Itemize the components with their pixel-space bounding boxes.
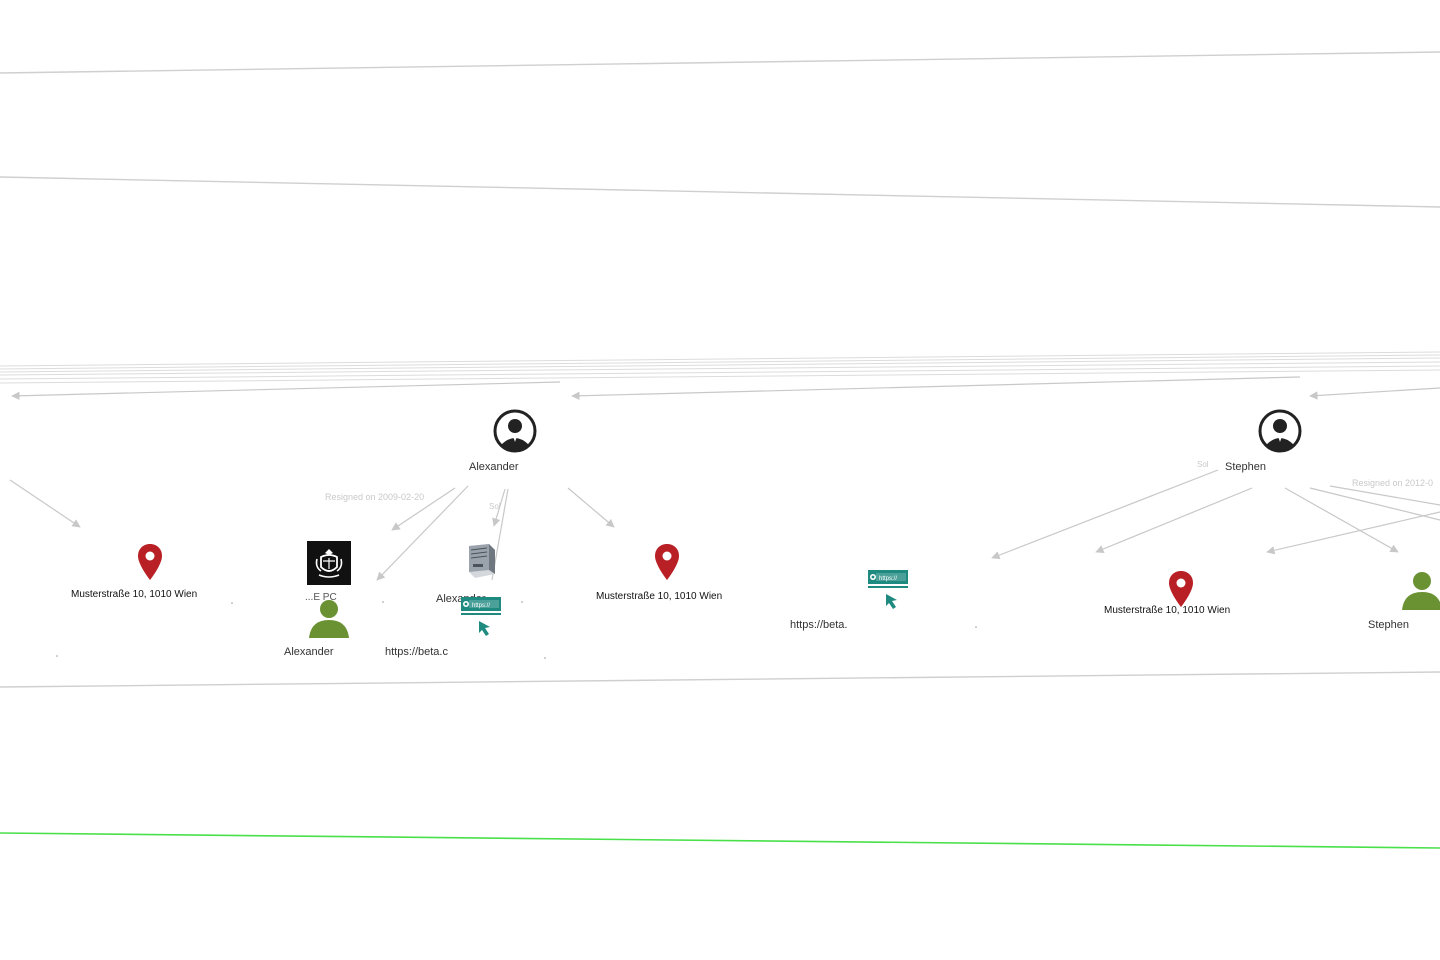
edge-dot <box>56 655 58 657</box>
edge-line <box>0 354 1440 370</box>
edge-label-resigned: Resigned on 2012-0 <box>1352 478 1434 488</box>
edge-line <box>0 361 1440 376</box>
edge-line <box>9 479 81 528</box>
edge-line <box>1309 487 1440 521</box>
url-badge-text: https:// <box>472 603 490 609</box>
address-label: Musterstraße 10, 1010 Wien <box>1104 605 1231 616</box>
edge-label-short: Sol <box>1197 460 1209 469</box>
map-pin-icon <box>655 544 679 580</box>
map-pin-icon <box>138 544 162 580</box>
royal-crest-icon <box>307 541 351 585</box>
url-label: https://beta.c <box>385 646 448 658</box>
edge-line <box>0 369 1440 384</box>
url-icon: https:// <box>868 570 908 609</box>
officer-node-stephen[interactable] <box>1258 409 1302 458</box>
server-icon <box>469 544 495 578</box>
address-label: Musterstraße 10, 1010 Wien <box>71 589 198 600</box>
map-pin-icon <box>1169 571 1193 607</box>
edge-dot <box>544 657 546 659</box>
edge-line <box>1309 387 1440 400</box>
edge-line <box>1329 485 1440 506</box>
address-node[interactable] <box>1168 570 1194 613</box>
person-label: Stephen <box>1368 619 1409 631</box>
url-badge-text: https:// <box>879 576 897 582</box>
edge-line <box>11 381 561 401</box>
edge-dot <box>382 601 384 603</box>
url-node[interactable]: https:// <box>459 593 503 644</box>
address-label: Musterstraße 10, 1010 Wien <box>596 591 723 602</box>
address-node[interactable] <box>654 543 680 586</box>
edge-label-resigned: Resigned on 2009-02-20 <box>325 492 425 502</box>
edge-dot <box>231 602 233 604</box>
company-label: ...E PC <box>305 592 337 603</box>
edge-line <box>1095 487 1253 554</box>
edge-dot <box>975 626 977 628</box>
person-label: Alexander <box>284 646 334 658</box>
edge-line <box>571 376 1301 401</box>
edge-line <box>391 487 456 531</box>
officer-icon <box>493 409 537 453</box>
edge-line <box>0 671 1440 688</box>
person-icon <box>1402 572 1440 610</box>
edge-line <box>0 365 1440 380</box>
edge-line <box>0 176 1440 208</box>
edge-line <box>0 832 1440 849</box>
url-label: https://beta. <box>790 619 848 631</box>
edge-line <box>1284 487 1399 553</box>
officer-label: Stephen <box>1225 461 1266 473</box>
officer-label: Alexander <box>469 461 519 473</box>
url-icon: https:// <box>461 597 501 636</box>
edge-line <box>0 351 1440 367</box>
officer-node-alexander[interactable] <box>493 409 537 458</box>
edge-line <box>991 469 1219 560</box>
person-icon <box>309 600 349 638</box>
company-node[interactable] <box>307 541 351 590</box>
edge-label-short: Sol <box>489 502 501 511</box>
edge-dot <box>521 601 523 603</box>
officer-icon <box>1258 409 1302 453</box>
edge-line <box>492 488 506 527</box>
server-node[interactable] <box>459 540 503 589</box>
url-node[interactable]: https:// <box>866 566 910 617</box>
person-node-stephen[interactable] <box>1400 570 1440 615</box>
edge-line <box>1266 511 1440 555</box>
person-node-alexander[interactable] <box>307 598 351 643</box>
edge-line <box>0 51 1440 74</box>
edge-line <box>376 485 469 581</box>
address-node[interactable] <box>137 543 163 586</box>
edge-line <box>567 487 615 528</box>
edge-line <box>0 357 1440 373</box>
